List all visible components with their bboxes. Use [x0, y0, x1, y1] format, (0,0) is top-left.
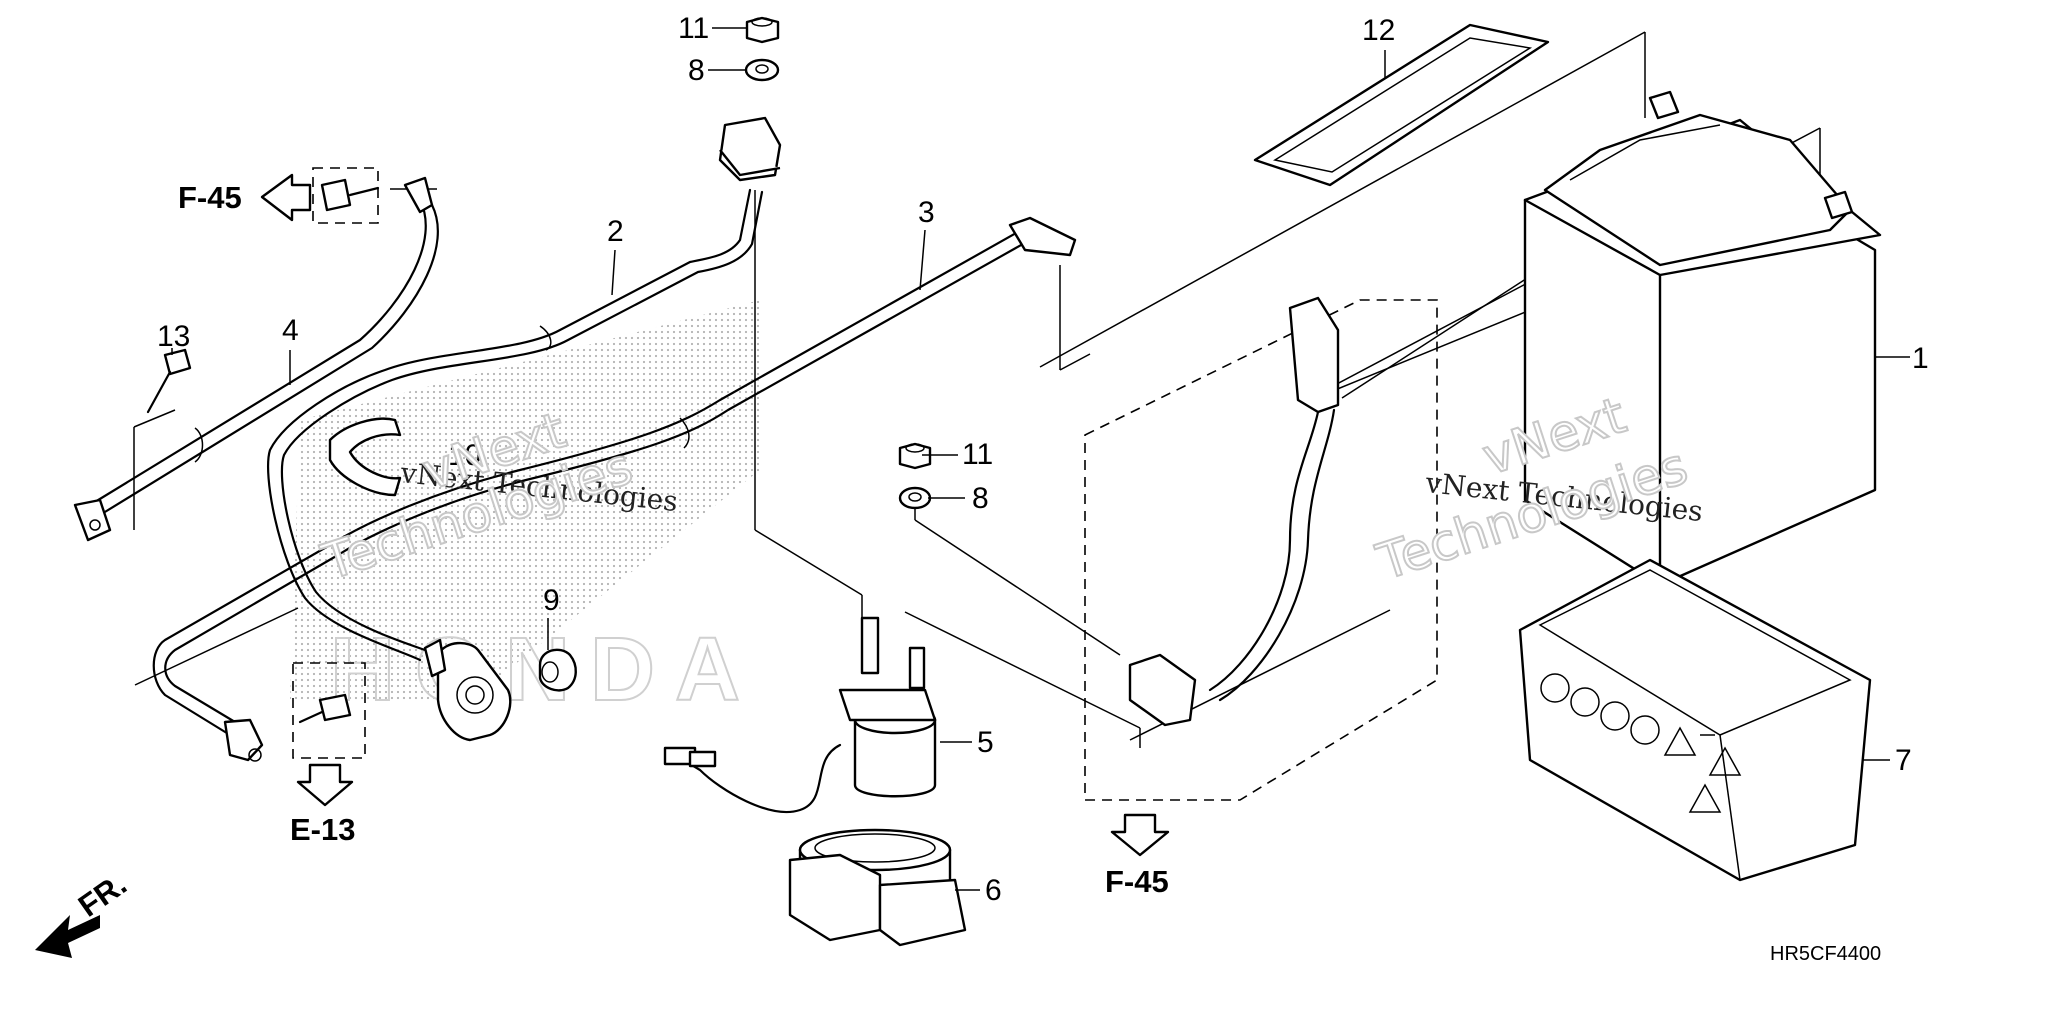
callout-ticks: [171, 27, 1386, 891]
ref-arrow-f45-down: [1110, 813, 1170, 857]
callout-8-top: 8: [688, 54, 705, 87]
callout-9: 9: [543, 584, 560, 617]
part-12-battery-band: [1253, 23, 1550, 187]
callout-12: 12: [1362, 14, 1395, 47]
part-3-cable: [152, 216, 1077, 762]
callout-13: 13: [157, 320, 190, 353]
ref-label-f45-left: F-45: [178, 180, 242, 215]
watermark-honda: HONDA: [330, 620, 760, 720]
leader-lines: [133, 31, 1910, 761]
front-marker-label: FR.: [72, 866, 133, 923]
part-11-nut-top: [745, 16, 780, 44]
ref-arrow-e13-down: [296, 763, 354, 807]
dashed-boxes: [292, 167, 1438, 801]
watermark-shade: [290, 300, 760, 700]
part-13-bolt: [146, 348, 192, 414]
callout-11-mid: 11: [962, 438, 993, 471]
diagram-code: HR5CF4400: [1770, 943, 1881, 965]
ref-arrow-f45-left: [260, 173, 312, 222]
part-4-cable: [73, 176, 439, 542]
wire-harness: [1128, 296, 1340, 727]
callout-4: 4: [282, 314, 299, 347]
part-8-washer-mid: [898, 486, 932, 510]
callout-10: 10: [448, 439, 481, 472]
part-6-relay-cover: [788, 828, 967, 947]
part-1-battery: [1523, 90, 1882, 587]
callout-1: 1: [1912, 342, 1929, 375]
ref-label-f45-bottom: F-45: [1105, 864, 1169, 899]
callout-6: 6: [985, 874, 1002, 907]
callout-8-mid: 8: [972, 482, 989, 515]
callout-2: 2: [607, 215, 624, 248]
callout-7: 7: [1895, 744, 1912, 777]
part-7-battery-box: [1518, 558, 1872, 882]
part-9-grommet: [538, 648, 577, 692]
callout-5: 5: [977, 726, 994, 759]
callout-11-top: 11: [678, 12, 709, 45]
bolt-e13: [298, 693, 352, 724]
bolt-f45: [320, 178, 380, 212]
part-11-nut-mid: [898, 442, 932, 470]
part-8-washer-top: [744, 58, 780, 82]
part-5-relay: [663, 616, 937, 813]
ref-label-e13: E-13: [290, 812, 355, 847]
part-2-cable: [266, 116, 782, 742]
front-arrow: [35, 915, 100, 958]
part-10-clamp: [328, 417, 402, 497]
callout-3: 3: [918, 196, 935, 229]
